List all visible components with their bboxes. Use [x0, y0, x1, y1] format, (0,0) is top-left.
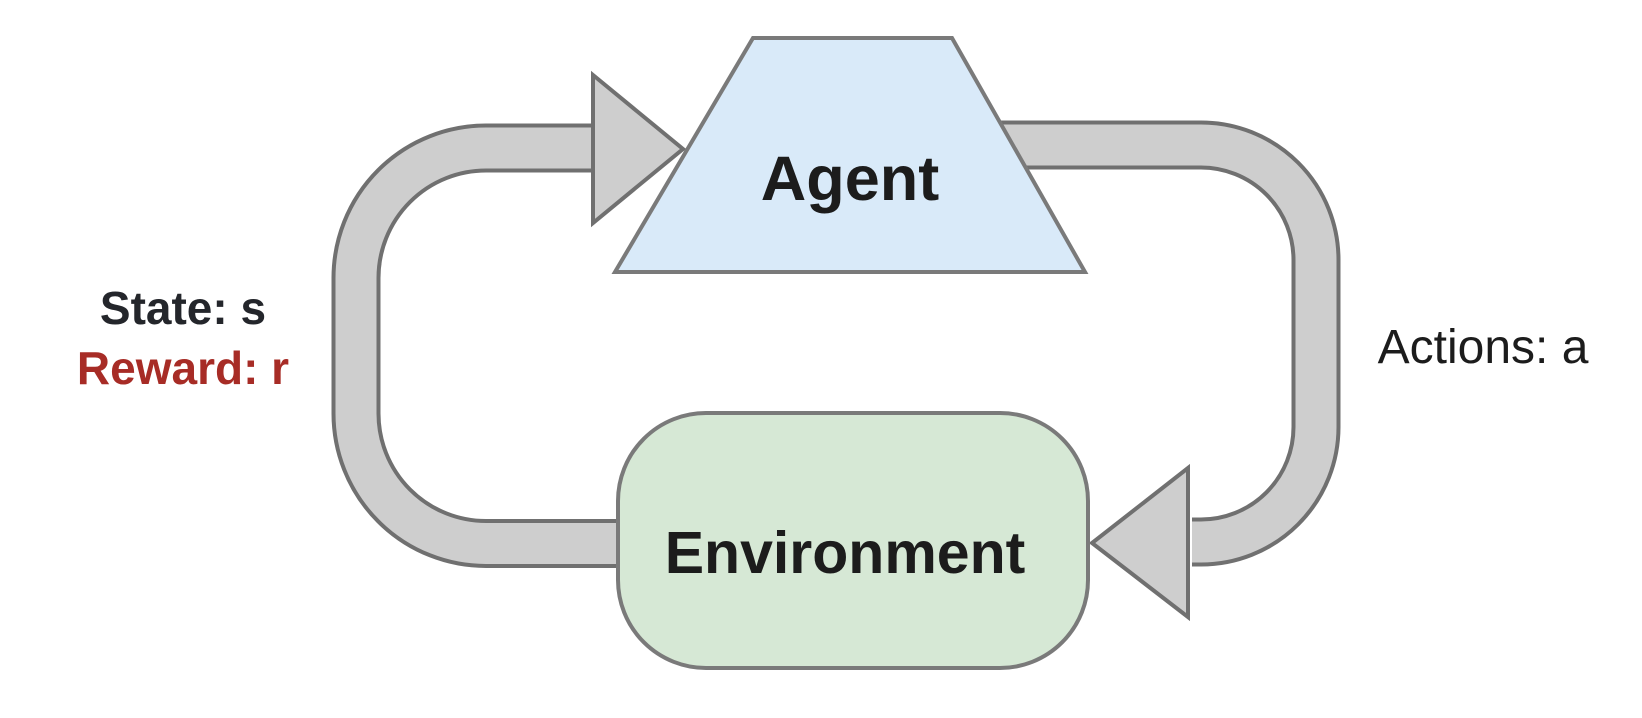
agent-label: Agent: [761, 144, 940, 214]
environment-node: Environment: [616, 411, 1090, 670]
reward-label: Reward: r: [77, 342, 289, 394]
actions-label: Actions: a: [1378, 321, 1589, 374]
agent-node: Agent: [611, 36, 1089, 274]
state-reward-band-fill: [335, 127, 652, 564]
state-label: State: s: [100, 282, 266, 334]
environment-shape: [616, 411, 1090, 670]
agent-shape: [611, 36, 1089, 274]
actions-arrowhead-icon: [1088, 463, 1190, 622]
environment-label: Environment: [665, 520, 1026, 586]
state-reward-arrowhead-icon: [591, 70, 687, 228]
state-reward-arrow: [331, 70, 687, 568]
actions-arrow: [988, 120, 1341, 622]
actions-band-fill: [988, 124, 1337, 563]
